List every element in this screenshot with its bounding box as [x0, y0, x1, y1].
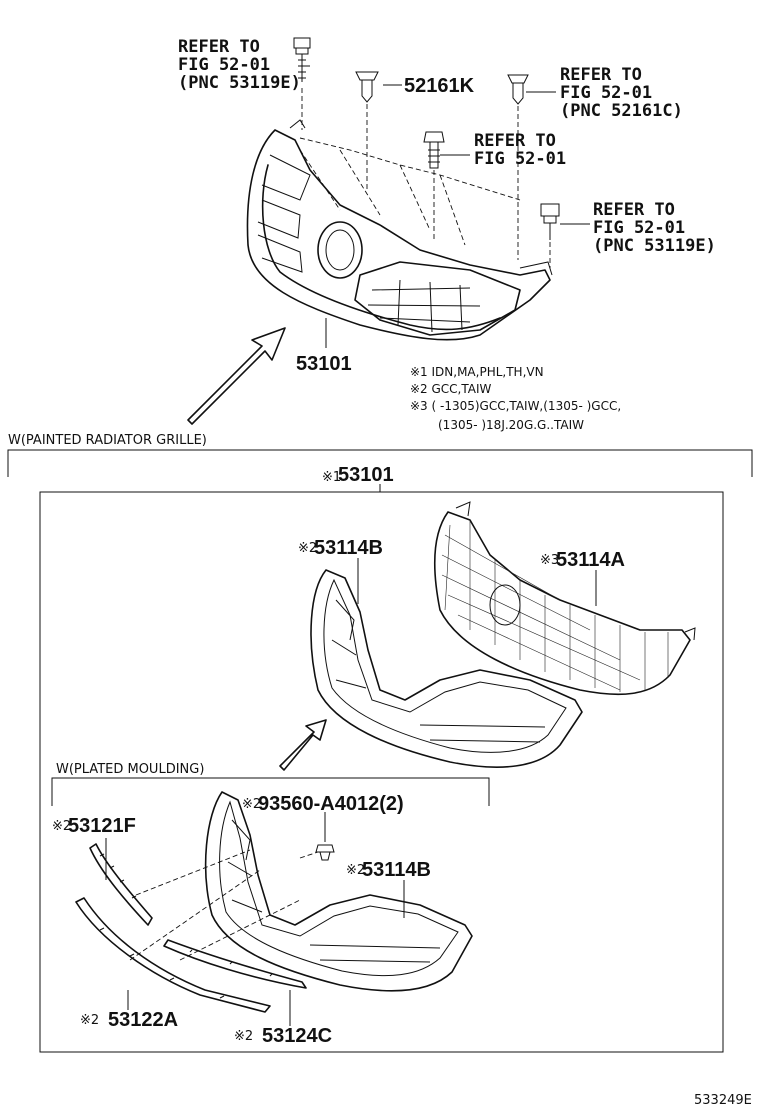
mark-2-53114B-lower: ※2 [346, 863, 365, 878]
svg-text:(PNC 53119E): (PNC 53119E) [593, 236, 716, 256]
bolt-fastener-center [423, 131, 445, 240]
part-label-53114B-lower: 53114B [362, 859, 431, 881]
svg-text:FIG 52-01: FIG 52-01 [178, 55, 270, 75]
section-bracket-painted [7, 449, 753, 477]
moulding-53122A [75, 897, 271, 1013]
svg-text:REFER TO: REFER TO [474, 131, 556, 151]
svg-text:FIG 52-01: FIG 52-01 [560, 83, 652, 103]
part-label-53114B-upper: 53114B [314, 537, 383, 559]
grille-assembly-top [246, 119, 553, 341]
moulding-53124C [163, 939, 307, 989]
screw-guide-line [299, 851, 319, 859]
direction-arrow-top [187, 327, 286, 425]
section-label-painted: W(PAINTED RADIATOR GRILLE) [8, 433, 207, 448]
svg-text:(1305- )18J.20G.G..TAIW: (1305- )18J.20G.G..TAIW [438, 418, 584, 432]
applicability-notes: ※1 IDN,MA,PHL,TH,VN ※2 GCC,TAIW ※3 ( -13… [410, 365, 621, 432]
part-label-93560: 93560-A4012(2) [258, 793, 404, 815]
svg-text:FIG 52-01: FIG 52-01 [593, 218, 685, 238]
grille-frame-53114B-upper [310, 569, 583, 768]
ref-top-right: REFER TO FIG 52-01 (PNC 52161C) [560, 65, 683, 121]
mark-2-53121F: ※2 [52, 819, 71, 834]
svg-text:(PNC 52161C): (PNC 52161C) [560, 101, 683, 121]
grille-mesh-53114A [433, 501, 696, 696]
direction-arrow-middle [279, 719, 327, 771]
part-label-53124C: 53124C [262, 1025, 332, 1047]
assembly-box [39, 491, 724, 1053]
mark-1: ※1 [322, 470, 341, 485]
svg-text:※3 ( -1305)GCC,TAIW,(1305: ※3 ( -1305)GCC,TAIW,(1305- )GCC, [410, 399, 621, 413]
mark-2-53122A: ※2 [80, 1013, 99, 1028]
svg-text:FIG 52-01: FIG 52-01 [474, 149, 566, 169]
mark-2-53114B-upper: ※2 [298, 541, 317, 556]
ref-top-left: REFER TO FIG 52-01 (PNC 53119E) [178, 37, 301, 93]
screw-93560 [315, 812, 335, 861]
part-label-52161K: 52161K [404, 75, 475, 97]
svg-text:REFER TO: REFER TO [178, 37, 260, 57]
ref-center: REFER TO FIG 52-01 [474, 131, 566, 169]
mark-2-53124C: ※2 [234, 1029, 253, 1044]
grille-frame-53114B-lower [129, 791, 473, 992]
part-label-53101-top: 53101 [296, 353, 352, 375]
figure-id: 533249E [694, 1093, 752, 1108]
section-bracket-plated [51, 777, 490, 806]
part-label-53114A: 53114A [556, 549, 625, 571]
part-label-53101-box: 53101 [338, 464, 394, 486]
svg-text:REFER TO: REFER TO [560, 65, 642, 85]
clip-fastener-52161K [355, 71, 379, 190]
moulding-53121F [89, 843, 153, 926]
svg-text:※2 GCC,TAIW: ※2 GCC,TAIW [410, 382, 492, 396]
svg-text:REFER TO: REFER TO [593, 200, 675, 220]
bolt-fastener-right [540, 203, 560, 268]
ref-right: REFER TO FIG 52-01 (PNC 53119E) [593, 200, 716, 256]
svg-text:※1 IDN,MA,PHL,TH,VN: ※1 IDN,MA,PHL,TH,VN [410, 365, 544, 379]
part-label-53122A: 53122A [108, 1009, 178, 1031]
svg-text:(PNC 53119E): (PNC 53119E) [178, 73, 301, 93]
clip-fastener-right [507, 74, 529, 260]
section-label-plated: W(PLATED MOULDING) [56, 762, 204, 777]
mark-2-93560: ※2 [242, 797, 261, 812]
part-label-53121F: 53121F [68, 815, 136, 837]
mark-3: ※3 [540, 553, 559, 568]
